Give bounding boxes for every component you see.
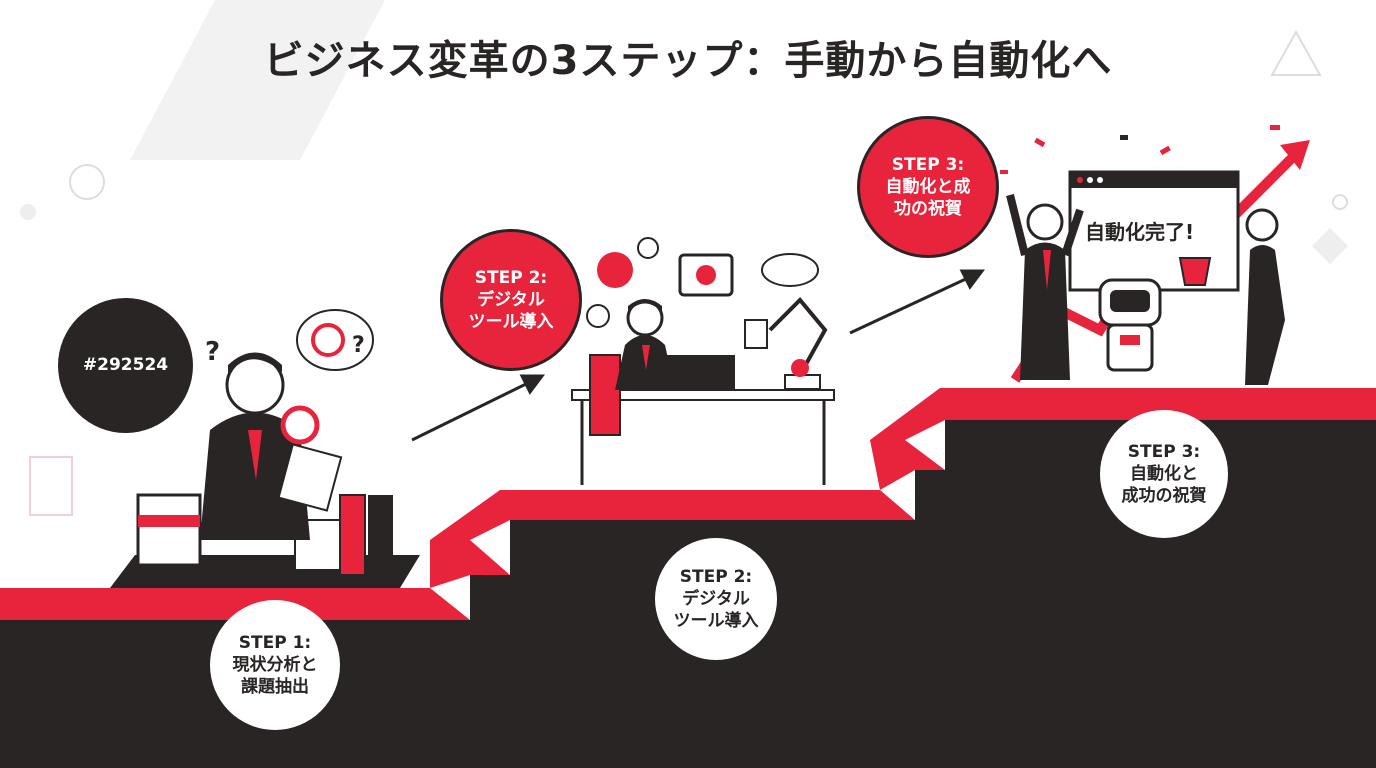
- step2-callout-line2: ツール導入: [673, 611, 759, 632]
- step1-floor: [0, 588, 470, 620]
- step3-badge-label: STEP 3:: [891, 154, 965, 175]
- step2-badge: STEP 2: デジタル ツール導入: [440, 229, 582, 371]
- step2-badge-line1: デジタル: [477, 289, 545, 310]
- arrow-icon: [849, 269, 985, 335]
- color-swatch-circle: #292524: [58, 298, 193, 433]
- bg-circle: [69, 164, 105, 200]
- step2-badge-line2: ツール導入: [468, 312, 554, 333]
- step2-illustration: [571, 237, 835, 485]
- screen-message: 自動化完了!: [1085, 220, 1195, 244]
- step1-callout-line1: 現状分析と: [232, 654, 318, 675]
- step3-illustration: [1000, 125, 1310, 385]
- step3-badge-line2: 功の祝賀: [894, 199, 962, 220]
- bg-rect: [29, 456, 73, 516]
- step2-callout-label: STEP 2:: [679, 566, 753, 587]
- step1-callout-line2: 課題抽出: [241, 677, 309, 698]
- bg-circle: [1332, 194, 1348, 210]
- step3-callout-label: STEP 3:: [1127, 441, 1201, 462]
- bg-diamond: [1312, 228, 1348, 264]
- stair-tread: [430, 540, 510, 588]
- step3-floor: [870, 388, 1376, 440]
- color-swatch-label: #292524: [82, 355, 169, 376]
- bg-dot: [20, 204, 36, 220]
- bg-triangle: [1270, 29, 1322, 76]
- svg-text:?: ?: [205, 337, 220, 367]
- svg-text:?: ?: [352, 333, 365, 358]
- step2-callout: STEP 2: デジタル ツール導入: [655, 538, 777, 660]
- arrow-icon: [411, 374, 545, 442]
- page-title: ビジネス変革の3ステップ：手動から自動化へ: [263, 38, 1113, 84]
- step2-floor: [430, 490, 915, 540]
- step2-badge-label: STEP 2:: [474, 267, 548, 288]
- step2-callout-line1: デジタル: [682, 588, 750, 609]
- step3-callout-line2: 成功の祝賀: [1121, 486, 1207, 507]
- stair-tread: [870, 440, 945, 490]
- bg-shape: [130, 0, 385, 160]
- step3-badge: STEP 3: 自動化と成 功の祝賀: [857, 116, 999, 258]
- step1-callout-label: STEP 1:: [238, 632, 312, 653]
- step1-illustration: ? ?: [110, 309, 420, 588]
- step3-callout-line1: 自動化と: [1130, 463, 1198, 484]
- step3-callout: STEP 3: 自動化と 成功の祝賀: [1100, 410, 1228, 538]
- step3-badge-line1: 自動化と成: [885, 176, 971, 197]
- step1-callout: STEP 1: 現状分析と 課題抽出: [210, 600, 340, 730]
